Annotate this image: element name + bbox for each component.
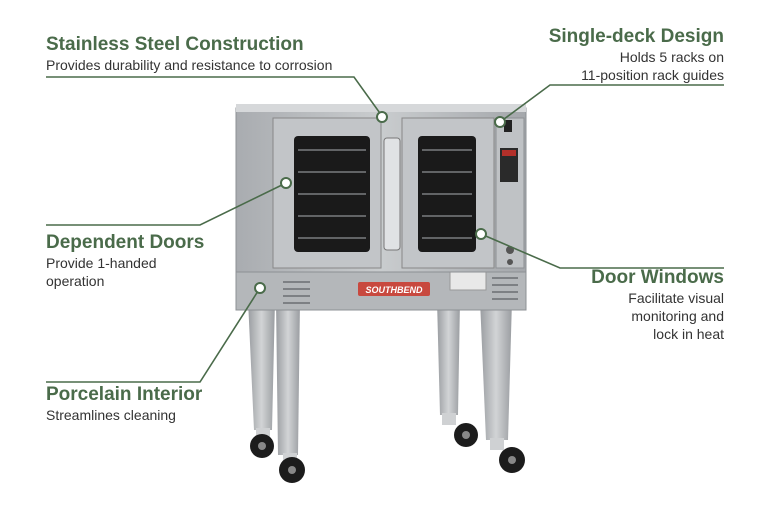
callout-leaders <box>46 76 724 383</box>
callout-dots <box>254 111 506 294</box>
callout-title: Porcelain Interior <box>46 384 203 405</box>
callout-title: Door Windows <box>591 267 724 288</box>
callout-desc-line: Provide 1-handed <box>46 255 157 271</box>
callout-desc-line: 11-position rack guides <box>581 67 724 83</box>
callout-title: Stainless Steel Construction <box>46 34 304 55</box>
display-readout <box>502 150 516 156</box>
callout-title: Dependent Doors <box>46 232 205 253</box>
callout-porcelain-interior: Porcelain Interior Streamlines cleaning <box>46 384 202 424</box>
control-panel <box>495 117 525 269</box>
callout-title: Single-deck Design <box>548 26 724 47</box>
callout-desc: Provides durability and resistance to co… <box>46 57 333 73</box>
callout-single-deck: Single-deck Design Holds 5 racks on 11-p… <box>549 26 724 84</box>
callout-door-windows: Door Windows Facilitate visual monitorin… <box>591 267 724 343</box>
oven-top <box>236 104 526 112</box>
door-handle <box>383 137 401 251</box>
callout-desc-line: Holds 5 racks on <box>619 49 724 65</box>
vent-slots <box>283 277 518 304</box>
oven-casters <box>250 413 525 483</box>
callout-desc-line: operation <box>46 273 105 289</box>
rack-lines <box>298 149 472 239</box>
control-knob-2 <box>507 259 513 265</box>
callout-desc-line: Facilitate visual <box>628 290 724 306</box>
callout-desc-line: lock in heat <box>653 326 724 342</box>
data-label <box>449 271 487 291</box>
callout-stainless-steel: Stainless Steel Construction Provides du… <box>46 34 332 74</box>
brand-plate <box>358 282 430 296</box>
control-display <box>500 148 518 182</box>
callout-dependent-doors: Dependent Doors Provide 1-handed operati… <box>46 232 204 290</box>
callout-desc: Streamlines cleaning <box>46 407 176 423</box>
callout-desc-line: monitoring and <box>631 308 724 324</box>
brand-text: SOUTHBEND <box>365 285 423 295</box>
power-switch <box>504 120 512 132</box>
oven-legs <box>248 300 512 455</box>
